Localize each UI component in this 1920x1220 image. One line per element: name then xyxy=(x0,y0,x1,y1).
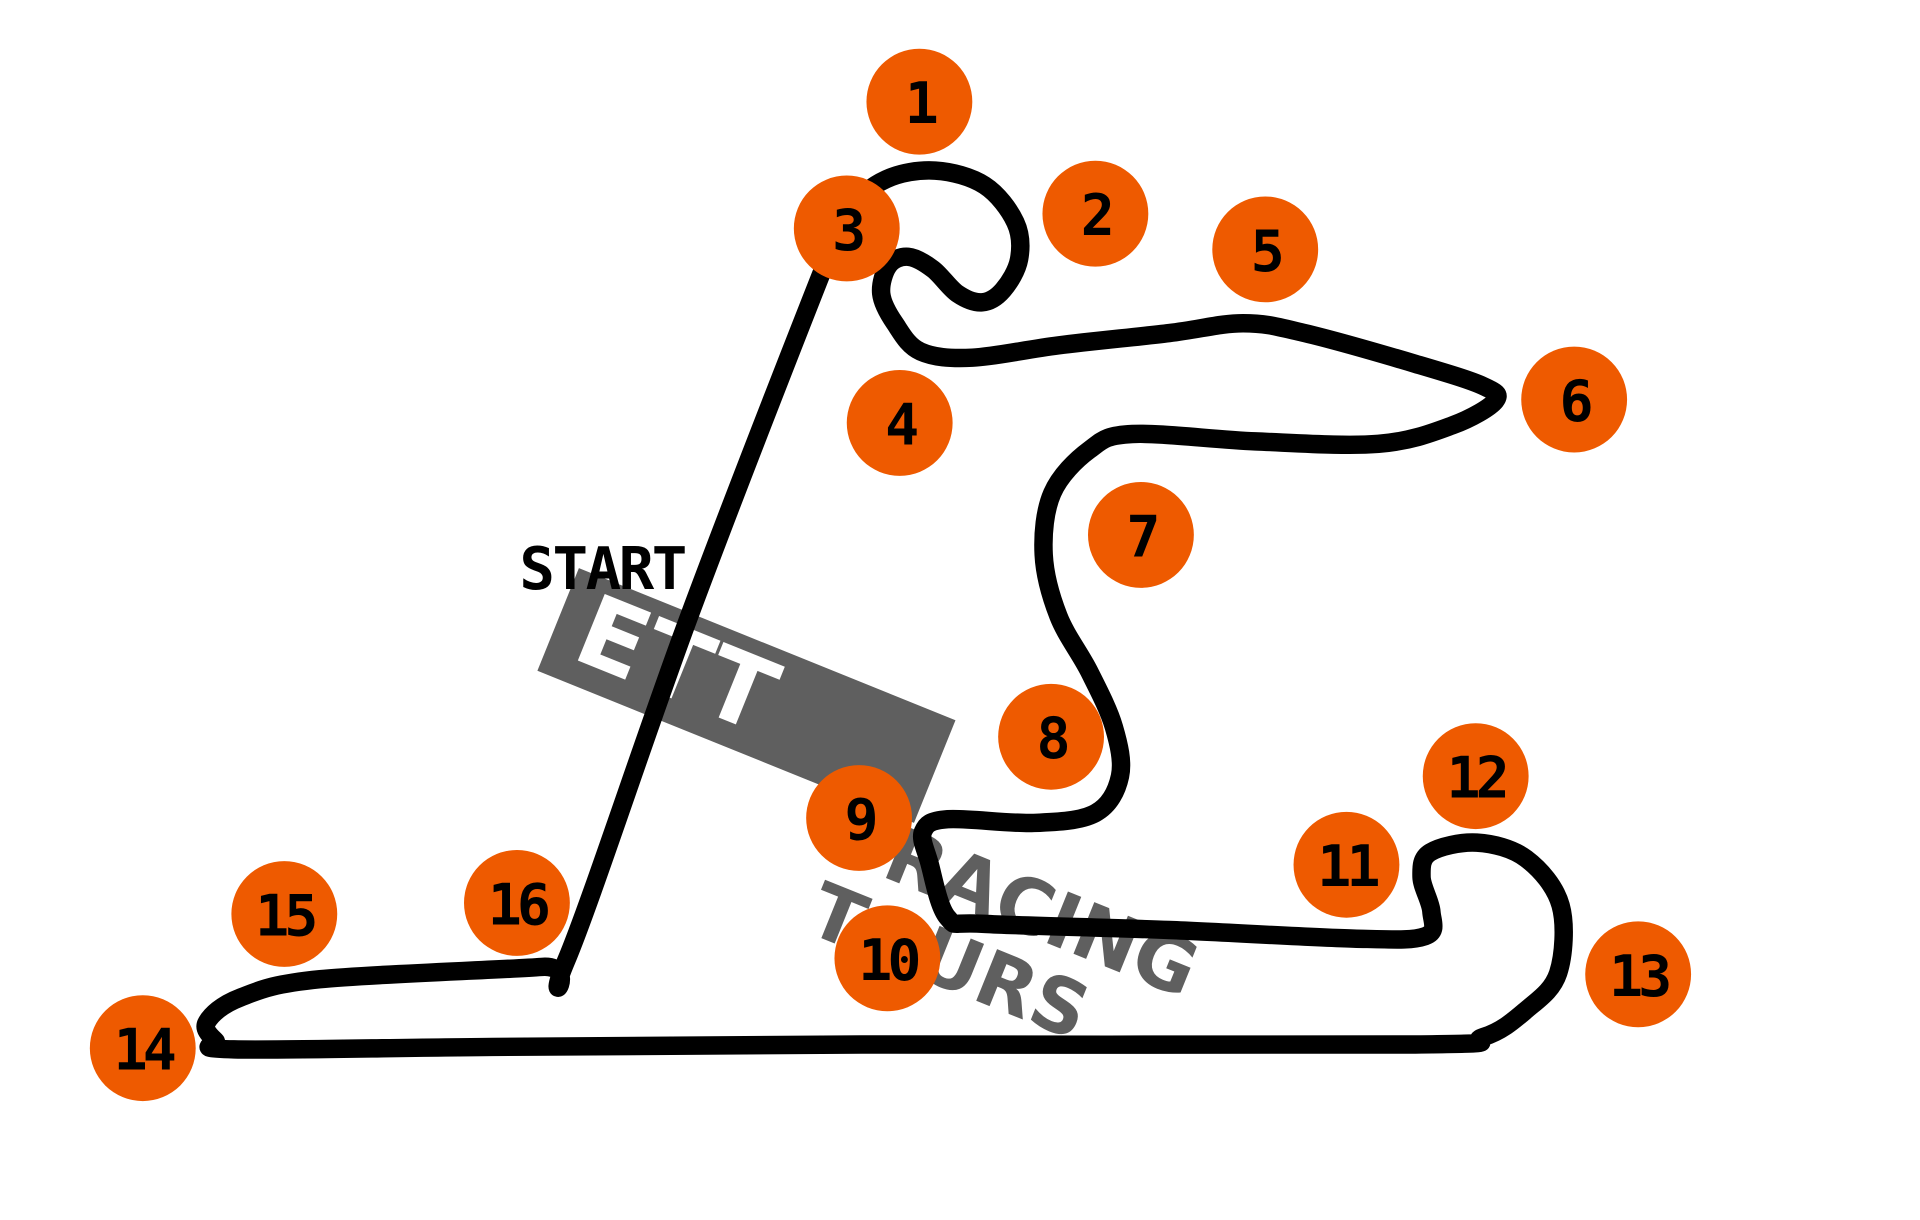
corner-circle xyxy=(1293,811,1400,918)
corner-number: 2 xyxy=(1081,183,1111,249)
corner-number: 4 xyxy=(885,392,917,458)
corner-circle xyxy=(806,765,912,871)
corner-number: 15 xyxy=(255,883,315,949)
corner-marker-5: 5 xyxy=(1212,196,1319,303)
corner-number: 13 xyxy=(1609,944,1669,1010)
corner-marker-7: 7 xyxy=(1088,482,1194,588)
corner-circle xyxy=(866,48,973,155)
corner-number: 9 xyxy=(844,787,875,853)
corner-number: 11 xyxy=(1317,834,1378,900)
corner-circle xyxy=(1521,346,1628,453)
corner-marker-4: 4 xyxy=(846,370,953,476)
corner-marker-3: 3 xyxy=(793,175,900,282)
corner-number: 1 xyxy=(905,71,937,137)
corner-number: 3 xyxy=(832,198,863,264)
track-outline xyxy=(196,161,1573,1059)
corner-marker-9: 9 xyxy=(806,765,912,871)
corner-number: 5 xyxy=(1251,219,1282,285)
corner-number: 8 xyxy=(1036,706,1067,772)
corner-circle xyxy=(1422,723,1529,830)
corner-marker-1: 1 xyxy=(866,48,973,155)
logo-bar xyxy=(537,568,956,823)
corner-circle xyxy=(1585,921,1692,1028)
corner-marker-16: 16 xyxy=(464,850,570,956)
corner-number: 7 xyxy=(1126,504,1156,570)
corner-circle xyxy=(834,905,941,1012)
corner-circle xyxy=(1088,482,1194,588)
corner-circle xyxy=(231,861,338,967)
corner-marker-15: 15 xyxy=(231,861,338,967)
corner-marker-11: 11 xyxy=(1293,811,1400,918)
corner-marker-14: 14 xyxy=(89,995,196,1102)
corner-number: 14 xyxy=(114,1018,175,1084)
corner-marker-10: 10 xyxy=(834,905,941,1012)
corner-number: 6 xyxy=(1560,369,1592,435)
corner-marker-8: 8 xyxy=(998,683,1104,790)
corner-circle xyxy=(846,370,953,476)
corner-circle xyxy=(793,175,900,282)
corner-number: 10 xyxy=(858,928,918,994)
start-label: START xyxy=(519,534,685,603)
corner-circle xyxy=(89,995,196,1102)
corner-circle xyxy=(1212,196,1319,303)
corner-circle xyxy=(1042,160,1149,267)
corner-marker-12: 12 xyxy=(1422,723,1529,830)
corner-marker-13: 13 xyxy=(1585,921,1692,1028)
corner-circle xyxy=(464,850,570,956)
corner-number: 12 xyxy=(1447,746,1506,812)
corner-number: 16 xyxy=(488,872,549,938)
corner-marker-6: 6 xyxy=(1521,346,1628,453)
corner-marker-2: 2 xyxy=(1042,160,1149,267)
corner-circle xyxy=(998,683,1104,790)
